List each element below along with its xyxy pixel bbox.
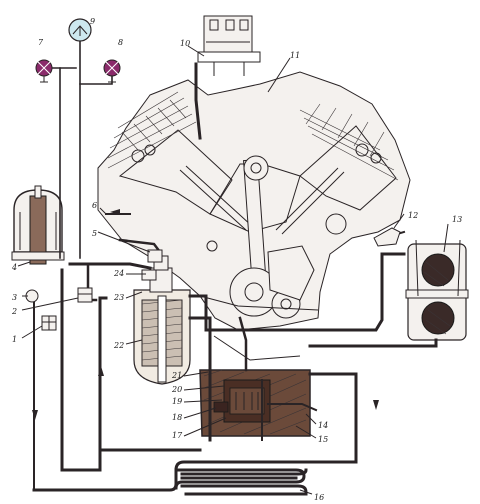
centrifugal-filter-top [194,15,261,140]
label-16: 16 [314,493,324,502]
oil-lines [33,39,438,491]
label-4: 4 [11,263,17,272]
flow-arrow-icon [373,400,379,410]
label-17: 17 [172,431,183,440]
engine-block [97,71,411,361]
label-14: 14 [318,421,328,430]
oil-radiator-13 [405,239,469,341]
label-10: 10 [180,39,190,48]
valves [25,227,401,331]
full-flow-filter [133,255,191,385]
label-9: 9 [90,17,95,26]
leader-lines [17,45,449,495]
flow-arrow-icon [110,209,120,215]
centrifuge-4 [11,185,65,265]
label-12: 12 [408,211,418,220]
label-7: 7 [38,38,44,47]
label-15: 15 [318,435,328,444]
part-labels: 7 9 8 10 11 12 13 6 5 4 3 2 1 24 23 22 2… [11,17,462,502]
flow-arrows [32,209,379,420]
label-11: 11 [290,51,300,60]
oil-sump [199,316,318,441]
label-19: 19 [172,397,182,406]
label-8: 8 [118,38,123,47]
label-22: 22 [113,341,124,350]
label-5: 5 [92,229,97,238]
warning-lamp-7 [35,59,53,83]
label-3: 3 [12,293,17,302]
flow-arrow-icon [98,366,104,376]
warning-lamp-8 [103,59,121,83]
label-20: 20 [171,385,182,394]
label-1: 1 [12,335,17,344]
flow-arrow-icon [32,410,38,420]
pressure-gauge-9 [68,18,92,42]
label-21: 21 [171,371,182,380]
label-13: 13 [452,215,462,224]
label-6: 6 [92,201,97,210]
label-2: 2 [11,307,17,316]
label-18: 18 [172,413,182,422]
label-24: 24 [113,269,124,278]
oil-cooler-coil-16 [32,460,310,496]
label-23: 23 [113,293,124,302]
